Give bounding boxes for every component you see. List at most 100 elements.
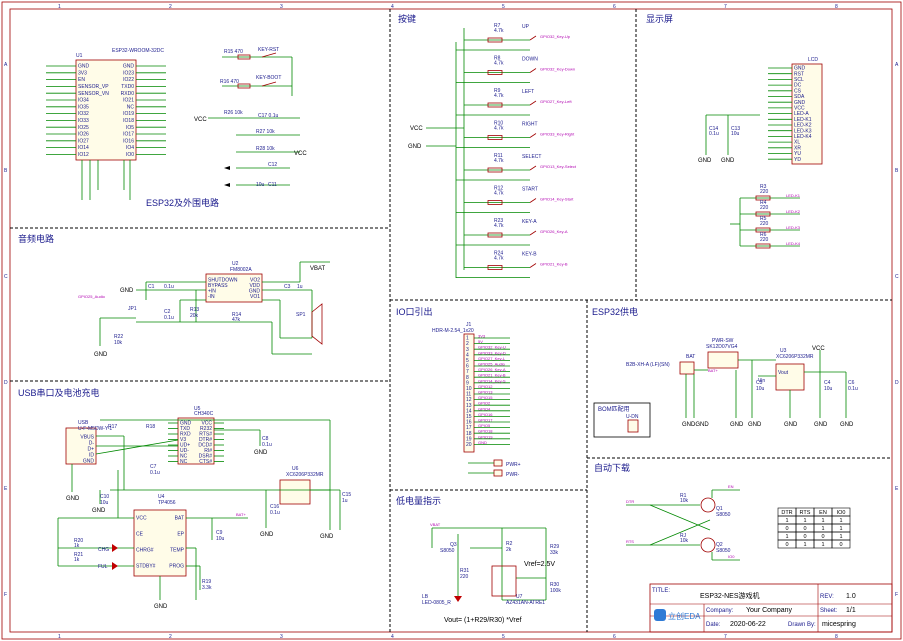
led-resistor [755, 195, 771, 201]
ldo-u3[interactable] [775, 363, 805, 391]
pin-label: BAT [175, 516, 184, 522]
drawn-value: micespring [822, 621, 856, 628]
net-batplus-power: BAT+ [708, 368, 718, 373]
key-resistor [487, 265, 503, 270]
io-pin-number: 16 [466, 420, 472, 426]
ldo-u6[interactable] [279, 479, 311, 505]
table-cell-text: 1 [803, 518, 806, 524]
key-res-ref: R8 [494, 56, 501, 62]
esp32-module-name: ESP32-WROOM-32DC [112, 48, 164, 54]
ch340-u5[interactable] [177, 417, 215, 465]
c12-label: C12 [268, 162, 277, 168]
pin-label: IO32 [78, 111, 89, 117]
led-net: LED-K4 [786, 241, 801, 246]
u7-ref-ic[interactable] [491, 565, 517, 597]
r22-value: 10k [114, 340, 123, 346]
r29-label: R29 [550, 544, 559, 550]
ful-led-label: FUL [98, 564, 108, 570]
pin-label: SENSOR_VN [78, 91, 109, 97]
pwr-plus-pad[interactable] [493, 459, 503, 467]
amp-u2[interactable] [205, 273, 263, 303]
esp32-switch-symbols [237, 52, 277, 89]
lowbat-led-icon [454, 596, 462, 602]
key-rst-label: KEY-RST [258, 47, 279, 53]
pin-label: VDD [249, 283, 260, 289]
pin-label: VCC [794, 106, 805, 112]
grid-col-top: 8 [835, 4, 838, 10]
u2-name: FM8002A [230, 267, 252, 273]
pin-label: CE [136, 532, 144, 538]
pin-label: CS [794, 88, 802, 94]
speaker-sp1[interactable] [311, 303, 323, 345]
pwr-minus-pad[interactable] [493, 469, 503, 477]
pwr-minus-label: PWR- [506, 472, 520, 478]
sheet-label: Sheet: [820, 608, 838, 614]
c13-value: 10u [731, 131, 740, 137]
key-resistor [487, 200, 503, 205]
esp32-reset-boot-wiring [208, 56, 300, 186]
pin-label: TEMP [170, 548, 185, 554]
io-header-j1[interactable] [463, 333, 475, 453]
pin-label: IO5 [126, 125, 134, 131]
net-gpio25-audio: GPIO25_Audio [78, 294, 106, 299]
pin-label: IO17 [123, 132, 134, 138]
bom-part[interactable] [627, 419, 639, 433]
lcd-connector[interactable] [791, 63, 823, 165]
gnd-usb-e: GND [320, 534, 334, 540]
vcc-power: VCC [812, 346, 825, 352]
power-switch[interactable] [707, 351, 739, 369]
pwr-plus-label: PWR+ [506, 462, 521, 468]
io-pin-net: GPIO14_Key-S [478, 378, 506, 383]
grid-row-right: E [895, 486, 899, 492]
io-pin-net: GPIO25_Audio [478, 362, 506, 367]
pin-label: VCC [136, 516, 147, 522]
led-res-ref: R6 [760, 232, 767, 238]
key-switch-symbol [529, 263, 537, 268]
pin-label: YU [794, 151, 801, 157]
sheet-inner-frame [9, 8, 893, 633]
gnd-keys: GND [408, 144, 422, 150]
esp32-module[interactable] [75, 59, 137, 161]
battery-connector[interactable] [679, 361, 695, 375]
net-vbat-lowbat: VBAT [430, 522, 441, 527]
pin-label: UD+ [180, 443, 190, 449]
io-pin-net: 5V [478, 339, 483, 344]
r19-value: 3.3k [202, 585, 212, 591]
q2-transistor[interactable] [700, 537, 716, 553]
key-boot-label: KEY-BOOT [256, 75, 281, 81]
lb-name: LED-0805_R [422, 600, 451, 606]
io-pin-net: GPIO21_Key-B [478, 373, 506, 378]
q1-transistor[interactable] [700, 497, 716, 513]
pin-label: D+ [87, 447, 94, 453]
j1-ref: J1 [466, 322, 472, 328]
key-res-ref: R10 [494, 121, 503, 127]
pin-label: SENSOR_VP [78, 84, 109, 90]
pin-label: RTS# [199, 432, 212, 438]
key-switch-symbol [529, 68, 537, 73]
c2-value: 0.1u [164, 315, 174, 321]
charger-u4[interactable] [133, 509, 187, 577]
gnd-display-a: GND [698, 158, 712, 164]
io-pin-number: 5 [466, 358, 469, 364]
pin-label: LED-K4 [794, 134, 812, 140]
grid-row-right: F [895, 592, 898, 598]
net-rts: RTS [626, 539, 634, 544]
usb-connector[interactable] [65, 427, 97, 465]
pin-label: IO26 [78, 132, 89, 138]
key-resistor [487, 232, 503, 238]
